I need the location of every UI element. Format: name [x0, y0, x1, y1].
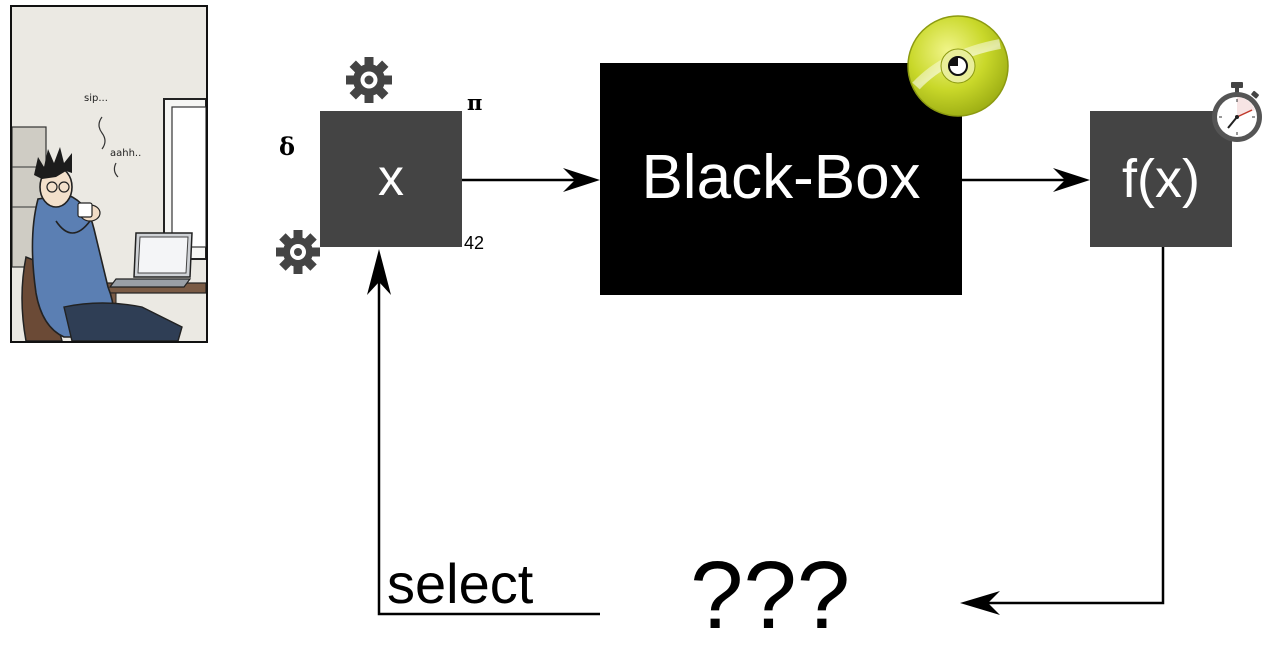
- pi-label: π: [467, 90, 483, 115]
- arrowhead-fx-to-unknown: [960, 591, 1000, 615]
- line-select-to-x: [377, 265, 600, 616]
- stopwatch-icon: [1212, 82, 1262, 142]
- cd-disc-icon: [907, 15, 1009, 117]
- arrowhead-x-to-blackbox: [563, 168, 600, 192]
- gear-icon: [346, 57, 392, 103]
- unknown-label: ???: [690, 542, 851, 649]
- output-fx-box: f(x): [1090, 111, 1232, 247]
- black-box-label: Black-Box: [641, 142, 921, 212]
- input-x-box: x: [320, 111, 462, 247]
- black-box: Black-Box: [600, 63, 962, 295]
- comic-aahh-text: aahh..: [110, 148, 142, 159]
- input-x-label: x: [378, 149, 404, 207]
- line-fx-to-unknown: [975, 247, 1165, 605]
- gear-icon: [276, 230, 320, 274]
- arrowhead-blackbox-to-fx: [1053, 168, 1090, 192]
- comic-panel: sip... aahh..: [10, 5, 208, 343]
- number-label: 42: [464, 233, 485, 253]
- delta-label: δ: [279, 132, 296, 161]
- comic-illustration: [12, 7, 206, 341]
- select-label: select: [387, 552, 534, 615]
- output-fx-label: f(x): [1122, 149, 1200, 209]
- comic-sip-text: sip...: [84, 93, 108, 104]
- arrowhead-select-to-x: [367, 249, 391, 295]
